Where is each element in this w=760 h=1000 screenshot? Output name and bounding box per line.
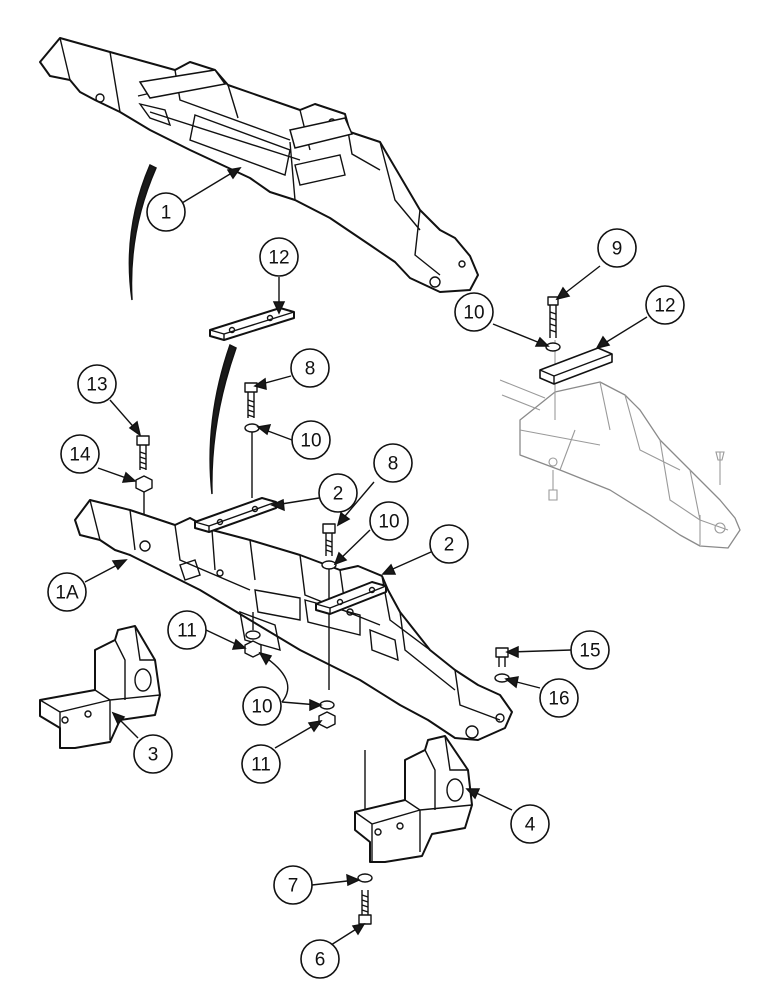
svg-text:8: 8	[388, 454, 399, 475]
callout-1: 1	[146, 192, 186, 232]
svg-text:10: 10	[300, 431, 321, 452]
svg-text:3: 3	[148, 745, 159, 766]
callout-4: 4	[510, 804, 550, 844]
callout-15: 15	[570, 630, 610, 670]
svg-text:15: 15	[579, 641, 600, 662]
callout-16: 16	[539, 678, 579, 718]
svg-text:11: 11	[177, 621, 197, 642]
bolt-13	[136, 435, 150, 470]
bolt-15	[495, 647, 509, 667]
washer-10-upper	[244, 423, 260, 433]
leader-lines	[84, 166, 648, 946]
svg-text:1A: 1A	[55, 583, 79, 604]
svg-text:4: 4	[525, 815, 536, 836]
callout-11: 11	[241, 744, 281, 784]
nut-14	[135, 475, 153, 493]
svg-text:13: 13	[86, 375, 107, 396]
plate-12-top	[209, 307, 295, 341]
svg-text:16: 16	[548, 689, 569, 710]
washer-16	[494, 673, 510, 683]
svg-text:7: 7	[288, 876, 299, 897]
svg-text:2: 2	[333, 484, 344, 505]
callout-1A: 1A	[47, 572, 87, 612]
svg-text:10: 10	[463, 303, 484, 324]
callout-14: 14	[60, 434, 100, 474]
inset-axle-view	[499, 340, 741, 549]
callout-6: 6	[300, 939, 340, 979]
callout-12: 12	[645, 285, 685, 325]
washer-7	[357, 873, 373, 883]
nut-11-lower	[318, 711, 336, 729]
svg-text:10: 10	[378, 512, 399, 533]
arc-leader-upper	[128, 163, 157, 301]
callout-8: 8	[373, 443, 413, 483]
callout-2: 2	[318, 473, 358, 513]
svg-text:6: 6	[315, 950, 326, 971]
plate-2-left	[194, 497, 277, 533]
bracket-3	[39, 625, 161, 749]
callout-10: 10	[454, 292, 494, 332]
callout-13: 13	[77, 364, 117, 404]
bracket-4	[354, 735, 473, 863]
svg-text:14: 14	[69, 445, 91, 466]
bolt-8-upper	[244, 382, 258, 418]
callout-7: 7	[273, 865, 313, 905]
inset-bolt-9	[547, 296, 559, 338]
arc-leader-middle	[209, 343, 237, 495]
inset-washer-10	[545, 342, 561, 352]
callout-10: 10	[369, 501, 409, 541]
nut-11-upper	[244, 640, 262, 658]
callout-11: 11	[167, 610, 207, 650]
svg-text:12: 12	[268, 248, 289, 269]
callout-3: 3	[133, 734, 173, 774]
callout-8: 8	[290, 348, 330, 388]
svg-text:8: 8	[305, 359, 316, 380]
callout-9: 9	[597, 228, 637, 268]
svg-text:2: 2	[444, 535, 455, 556]
svg-text:10: 10	[251, 697, 272, 718]
callout-10: 10	[291, 420, 331, 460]
callout-12: 12	[259, 237, 299, 277]
washer-10-lower-left	[245, 630, 261, 640]
axle-support-1A	[74, 499, 513, 741]
axle-support-1	[39, 37, 479, 293]
inset-plate-12	[539, 347, 613, 385]
svg-text:12: 12	[654, 296, 675, 317]
svg-text:11: 11	[251, 755, 271, 776]
callout-2: 2	[429, 524, 469, 564]
bolt-8-lower	[322, 523, 336, 556]
plate-2-right	[315, 581, 387, 615]
callout-10: 10	[242, 686, 282, 726]
svg-text:9: 9	[612, 239, 623, 260]
bolt-6	[358, 890, 372, 925]
svg-text:1: 1	[161, 203, 172, 224]
